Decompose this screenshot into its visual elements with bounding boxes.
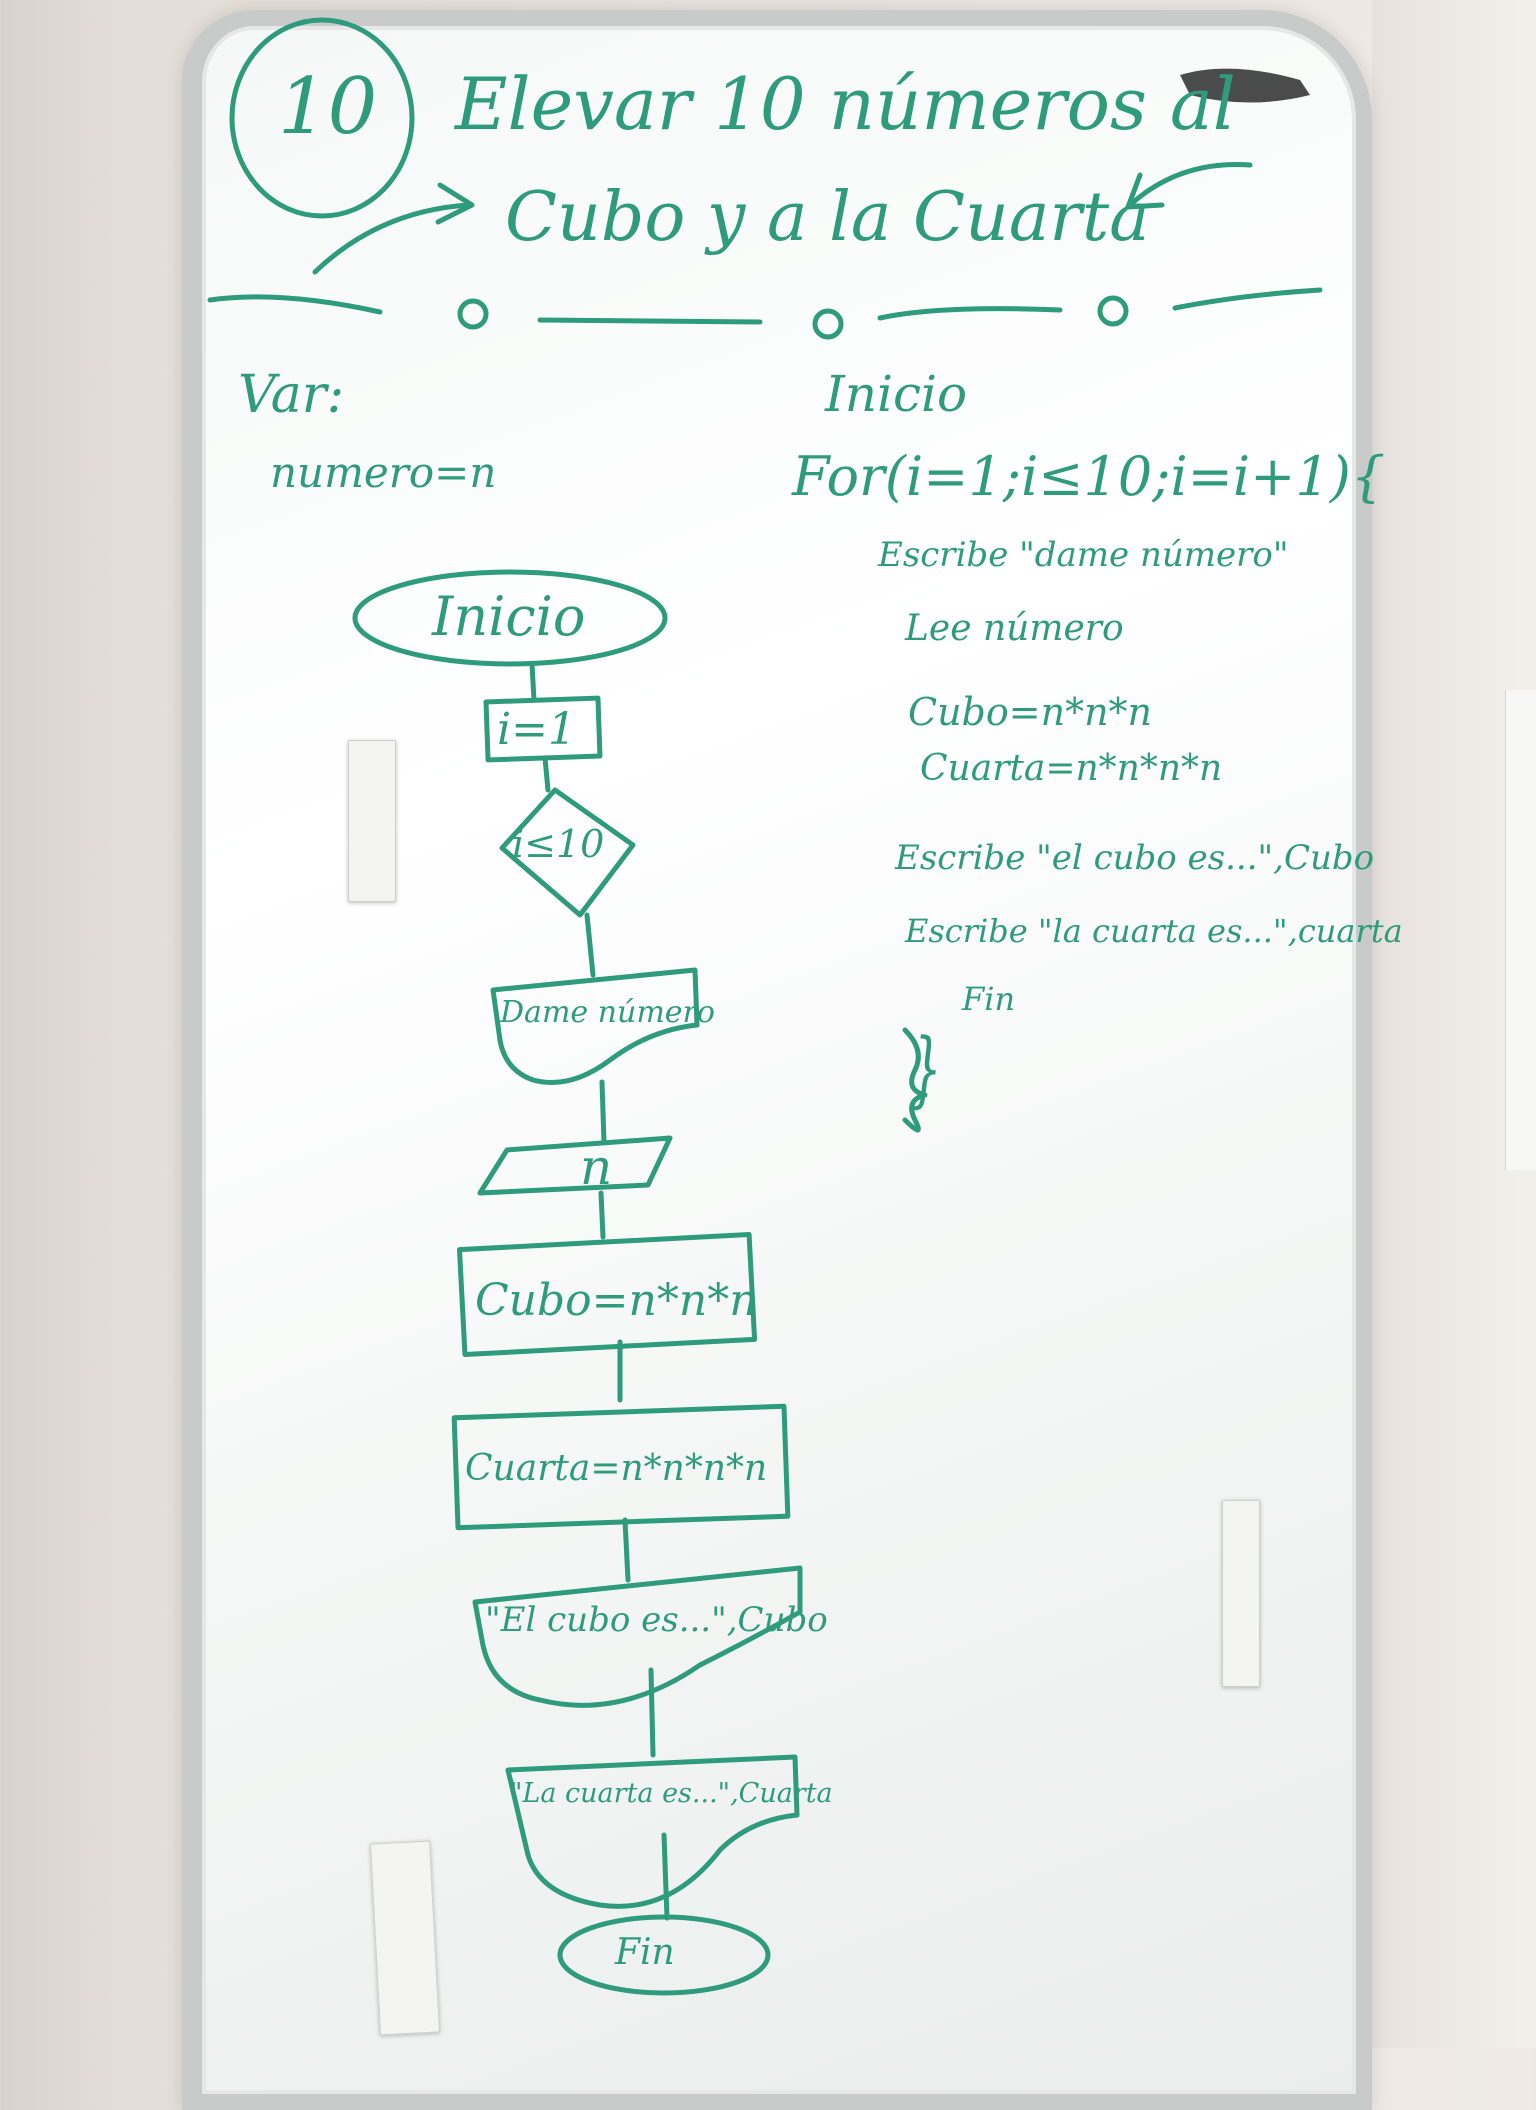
pseudocode-line: Escribe "el cubo es...",Cubo	[895, 838, 1375, 878]
marker-drawing	[207, 17, 1323, 1996]
flow-end-label: Fin	[615, 1932, 675, 1973]
out-cube-display-shape	[472, 1565, 803, 1708]
pseudocode-line: Cubo=n*n*n	[908, 690, 1153, 734]
right-arrow	[1125, 162, 1253, 210]
paper-sheet-right	[1505, 690, 1536, 1170]
left-arrow	[312, 182, 475, 275]
pseudocode-loop: For(i=1;i≤10;i=i+1){	[792, 445, 1386, 508]
divider-line	[207, 287, 1323, 325]
flow-prompt-label: Dame número	[500, 995, 715, 1030]
pseudocode-line: Lee número	[905, 608, 1124, 649]
magnet-label-left	[348, 740, 396, 902]
magnet-label-right	[1222, 1500, 1260, 1687]
title-line2: Cubo y a la Cuarta	[505, 178, 1150, 257]
flow-out-fourth-label: "La cuarta es...",Cuarta	[510, 1778, 833, 1809]
pseudocode-line: Fin	[962, 980, 1016, 1018]
start-terminator	[352, 569, 668, 667]
pseudocode-start: Inicio	[825, 365, 968, 423]
prompt-display-shape	[490, 967, 700, 1085]
flow-init-label: i=1	[497, 704, 576, 755]
flow-cube-label: Cubo=n*n*n	[475, 1275, 758, 1326]
flow-input-label: n	[580, 1138, 613, 1196]
pseudocode-line: Escribe "la cuarta es...",cuarta	[905, 912, 1403, 950]
pseudocode-close: }	[910, 1022, 942, 1117]
pseudocode-line: Escribe "dame número"	[878, 535, 1289, 575]
closing-brace	[902, 1027, 928, 1133]
flow-fourth-label: Cuarta=n*n*n*n	[465, 1448, 768, 1489]
flow-start-label: Inicio	[432, 585, 586, 648]
flow-condition-label: i≤10	[512, 822, 605, 866]
pseudocode-line: Cuarta=n*n*n*n	[920, 748, 1223, 789]
title-number: 10	[278, 62, 378, 152]
cube-process-box	[456, 1231, 758, 1358]
end-terminator	[557, 1914, 771, 1996]
condition-decision	[499, 787, 636, 918]
out-fourth-display-shape	[505, 1754, 800, 1909]
title-line1: Elevar 10 números al	[455, 62, 1236, 146]
magnet-label-bottom	[370, 1840, 440, 2036]
input-data-shape	[477, 1135, 673, 1196]
flow-out-cube-label: "El cubo es...",Cubo	[485, 1600, 828, 1640]
variables-line: numero=n	[270, 448, 497, 497]
variables-heading: Var:	[238, 365, 345, 425]
title-number-circle	[229, 17, 415, 219]
